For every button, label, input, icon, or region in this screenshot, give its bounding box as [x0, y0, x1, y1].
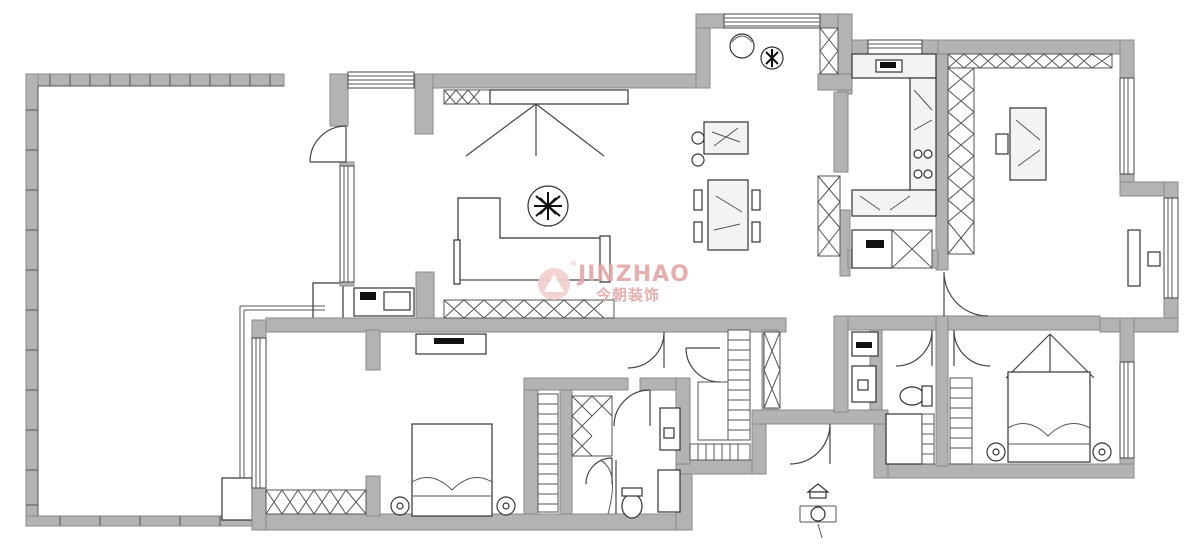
compass-icon	[799, 483, 837, 539]
brand-name-en: JINZHAO	[576, 262, 690, 287]
door-swing-icon	[309, 125, 991, 485]
toilet-icon	[899, 385, 933, 407]
toilet-icon	[621, 487, 643, 519]
registered-mark: ®	[570, 260, 577, 268]
sofa-icon	[453, 197, 611, 285]
study-room	[947, 53, 1161, 287]
kitchen	[851, 53, 937, 269]
left-bedroom	[265, 333, 516, 517]
logo-mark-icon	[538, 268, 570, 300]
bed-icon	[390, 423, 516, 517]
terrace	[25, 73, 344, 527]
living-room	[353, 89, 629, 319]
plant-icon	[527, 185, 569, 227]
windows	[251, 13, 1179, 489]
brand-name-cn: 今朝装饰	[595, 286, 660, 304]
bed-icon	[986, 371, 1112, 463]
right-bedroom	[949, 333, 1112, 465]
dining-area	[691, 27, 841, 257]
watermark-logo: JINZHAO ® 今朝装饰	[538, 260, 690, 304]
right-bath	[851, 331, 935, 465]
closet-bath	[537, 329, 781, 519]
